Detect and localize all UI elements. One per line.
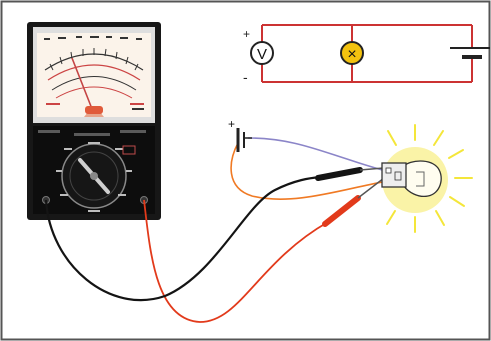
scale-arc-3 [51,76,137,91]
lamp-circle [340,41,364,65]
black-probe-lead [44,175,321,302]
range-mark [115,148,123,150]
range-mark [88,210,100,212]
battery-wires [230,137,387,200]
scale-tick [134,63,139,71]
meter-scale-markings [44,36,144,110]
bulb-socket [381,162,407,188]
light-ray [449,196,465,207]
scale-tick [104,48,107,57]
scale-mark [90,36,99,38]
scale-tick [59,56,63,65]
battery-wire-orange [230,142,383,200]
multimeter [27,22,161,220]
scale-arc-4 [55,86,133,99]
red-probe-tip [357,177,385,199]
range-mark [60,194,68,196]
scale-mark [136,38,142,40]
bulb-filament [416,171,425,187]
panel-label [38,130,60,133]
scale-mark [106,36,112,38]
lamp-symbol: × [340,41,364,65]
bulb-glass [403,160,442,198]
scale-tick [70,51,73,60]
scale-mark [130,103,144,105]
socket-contact [394,171,402,181]
battery-symbol [450,47,490,59]
dial-hub [90,172,98,180]
light-ray [448,149,464,159]
needle-pivot [85,106,103,114]
light-ray [387,130,397,146]
light-ray [386,210,396,225]
probe-leads [44,167,385,323]
range-selector-dial[interactable] [61,143,127,209]
schematic-minus-sign: - [243,69,248,85]
scale-mark [120,37,128,39]
battery-wire-purple [247,137,387,172]
schematic-plus-sign: + [243,27,250,41]
black-probe-handle[interactable] [315,167,363,181]
meter-scale-plate [37,33,151,117]
light-ray [433,130,444,146]
lamp-cross: × [347,46,356,63]
range-mark [64,148,72,150]
scale-tick [49,63,54,71]
scale-tick [115,51,118,60]
range-mark [88,142,100,144]
scale-arc-2 [47,64,141,81]
voltmeter-circle [250,41,274,65]
scale-mark [76,36,82,38]
small-battery: + [228,117,252,152]
voltmeter-label: V [257,46,267,63]
dial-range-markings [56,142,132,212]
scale-mark [132,108,144,110]
circuit-schematic: + - V × [243,24,490,85]
red-probe-lead [143,199,329,323]
scale-mark [44,38,50,40]
meter-needle [71,57,95,115]
voltmeter-symbol: V [250,41,274,65]
scale-mark [58,37,66,39]
black-probe-tip [359,167,385,171]
panel-label [74,133,110,136]
red-probe-handle[interactable] [322,195,361,227]
scale-mark [46,103,60,105]
scale-tick [125,56,129,65]
range-highlight [122,145,136,155]
dial-inner-ring [69,151,119,201]
battery-plus-sign: + [228,117,235,131]
meter-scale-ticks [49,48,139,71]
socket-screw [385,167,392,174]
range-mark [126,170,132,172]
range-mark [56,170,62,172]
light-ray [435,210,445,226]
light-bulb [381,160,442,198]
panel-label [120,130,146,133]
light-rays [386,124,473,233]
range-mark [118,194,126,196]
